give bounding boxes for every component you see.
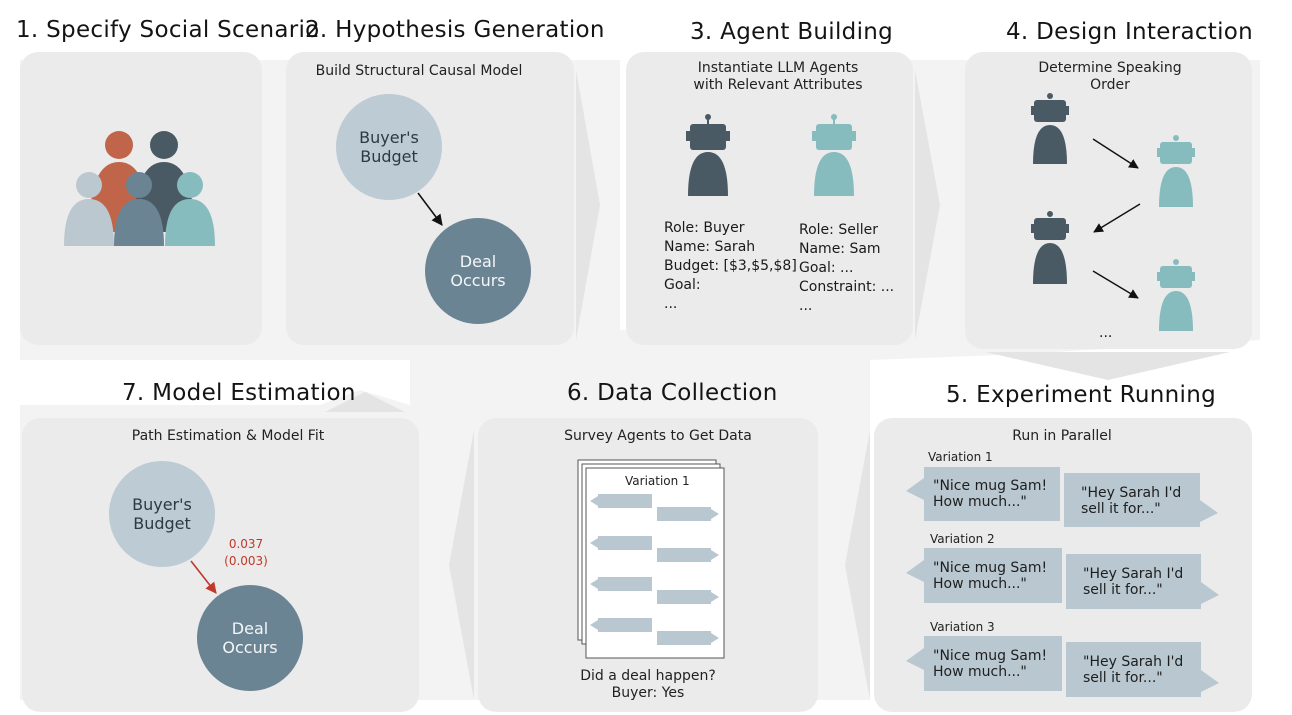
step1-title: 1. Specify Social Scenario: [16, 17, 320, 43]
step6-subtitle: Survey Agents to Get Data: [564, 428, 752, 444]
arrow-7-to-1: [325, 392, 405, 412]
person-blue-icon: [114, 172, 164, 246]
order-arrow-3: [1092, 270, 1139, 299]
variation1-label: Variation 1: [928, 450, 993, 464]
variation2-buyer-message: "Nice mug Sam! How much...": [933, 560, 1048, 592]
person-teal-icon: [165, 172, 215, 246]
variation3-label: Variation 3: [930, 620, 995, 634]
step5-subtitle: Run in Parallel: [1012, 428, 1112, 444]
buyer-robot-icon: [1031, 211, 1069, 284]
step3-title: 3. Agent Building: [690, 19, 894, 45]
person-light-icon: [64, 172, 114, 246]
panel-design-interaction: [965, 52, 1252, 349]
doc-bubble-rows: [590, 494, 719, 645]
survey-question: Did a deal happen?: [580, 668, 716, 684]
seller-robot-icon: [1157, 259, 1195, 331]
step4-title: 4. Design Interaction: [1006, 19, 1254, 45]
step4-subtitle: Determine Speaking Order: [1038, 60, 1182, 93]
step5-title: 5. Experiment Running: [946, 382, 1217, 408]
variation1-buyer-message: "Nice mug Sam! How much...": [933, 478, 1048, 510]
survey-answer: Buyer: Yes: [611, 685, 685, 701]
order-arrow-2: [1093, 203, 1141, 233]
variation3-seller-message: "Hey Sarah I'd sell it for...": [1083, 654, 1184, 686]
order-arrow-1: [1092, 138, 1139, 169]
seller-attributes: Role: Seller Name: Sam Goal: ... Constra…: [799, 222, 895, 314]
node-buyers-budget-estimated: Buyer's Budget: [109, 461, 215, 567]
variation1-seller-message: "Hey Sarah I'd sell it for...": [1081, 485, 1182, 517]
variation3-bubbles: [906, 636, 1219, 697]
step2-title: 2. Hypothesis Generation: [305, 17, 605, 43]
node-deal-occurs-estimated: Deal Occurs: [197, 585, 303, 691]
variation2-seller-message: "Hey Sarah I'd sell it for...": [1083, 566, 1184, 598]
path-coefficient: 0.037: [228, 537, 264, 551]
arrow-2-to-3: [576, 70, 600, 340]
buyer-robot-icon: [686, 114, 730, 196]
panel-hypothesis-generation: [286, 52, 574, 345]
arrow-4-to-5: [985, 352, 1230, 380]
buyer-robot-icon: [1031, 93, 1069, 164]
seller-robot-icon: [1157, 135, 1195, 207]
buyer-attributes: Role: Buyer Name: Sarah Budget: [$3,$5,$…: [664, 220, 797, 312]
step7-subtitle: Path Estimation & Model Fit: [131, 428, 325, 444]
arrow-3-to-4: [915, 70, 940, 340]
step6-title: 6. Data Collection: [567, 380, 778, 406]
arrow-5-to-6: [845, 430, 870, 700]
step3-subtitle: Instantiate LLM Agents with Relevant Att…: [693, 60, 863, 93]
step2-subtitle: Build Structural Causal Model: [315, 63, 523, 79]
node-deal-occurs: Deal Occurs: [425, 218, 531, 324]
step4-ellipsis: ...: [1099, 325, 1113, 341]
variation2-label: Variation 2: [930, 532, 995, 546]
variation3-buyer-message: "Nice mug Sam! How much...": [933, 648, 1048, 680]
doc-variation-label: Variation 1: [625, 474, 690, 488]
seller-robot-icon: [812, 114, 856, 196]
step7-title: 7. Model Estimation: [122, 380, 356, 406]
variation1-bubbles: [906, 467, 1218, 527]
arrow-6-to-7: [449, 430, 474, 700]
variation2-bubbles: [906, 548, 1219, 609]
node-buyers-budget: Buyer's Budget: [336, 94, 442, 200]
path-standard-error: (0.003): [224, 554, 268, 568]
panel-agent-building: [626, 52, 913, 345]
